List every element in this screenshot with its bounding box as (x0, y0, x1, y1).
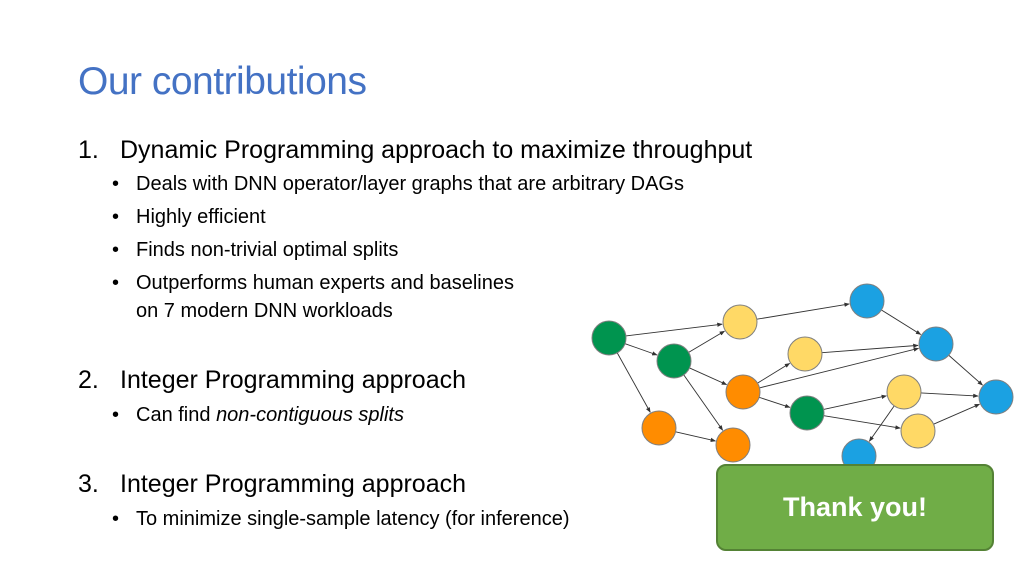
bullet-item: • To minimize single-sample latency (for … (112, 508, 570, 531)
item-label: Dynamic Programming approach to maximize… (120, 136, 753, 164)
bullet-text: Finds non-trivial optimal splits (136, 239, 399, 261)
bullet-text: Highly efficient (136, 206, 266, 228)
contribution-1: 1. Dynamic Programming approach to maximi… (78, 136, 752, 165)
green-node (789, 395, 825, 431)
contribution-2: 2. Integer Programming approach (78, 366, 466, 395)
bullet-icon: • (112, 272, 120, 294)
dag-edge (688, 330, 725, 353)
bullet-item: • Finds non-trivial optimal splits (112, 239, 398, 262)
bullet-text: Can find (136, 404, 217, 426)
dag-edge (675, 431, 716, 442)
bullet-item: • Outperforms human experts and baselines… (112, 272, 514, 322)
dag-edge (881, 309, 922, 335)
bullet-icon: • (112, 206, 120, 228)
bullet-text: To minimize single-sample latency (for i… (136, 508, 570, 530)
orange-node (715, 427, 751, 463)
thank-you-box: Thank you! (716, 464, 994, 551)
bullet-text-continuation: on 7 modern DNN workloads (136, 300, 393, 322)
dag-edge (933, 403, 980, 425)
yellow-node (886, 374, 922, 410)
dag-edge (756, 302, 850, 320)
item-number: 3. (78, 470, 99, 498)
dag-edge (823, 394, 887, 410)
dag-edge (683, 374, 724, 431)
blue-node (918, 326, 954, 362)
bullet-item: • Deals with DNN operator/layer graphs th… (112, 173, 684, 196)
contribution-3: 3. Integer Programming approach (78, 470, 466, 499)
dag-edge (948, 354, 983, 386)
dag-edge (689, 367, 728, 386)
green-node (591, 320, 627, 356)
item-number: 1. (78, 136, 99, 164)
dag-edge (757, 363, 791, 384)
item-label: Integer Programming approach (120, 470, 467, 498)
dag-edge (759, 347, 920, 389)
bullet-icon: • (112, 404, 120, 426)
dag-edge (616, 352, 651, 413)
dag-edge (759, 396, 791, 408)
yellow-node (900, 413, 936, 449)
bullet-icon: • (112, 508, 120, 530)
dag-edge (823, 415, 901, 430)
bullet-text: Outperforms human experts and baselines (136, 272, 514, 294)
dag-edge (624, 343, 658, 356)
dag-nodes (591, 283, 1014, 474)
bullet-icon: • (112, 173, 120, 195)
bullet-icon: • (112, 239, 120, 261)
slide-title: Our contributions (78, 60, 367, 103)
orange-node (725, 374, 761, 410)
dag-edge (625, 322, 723, 337)
yellow-node (722, 304, 758, 340)
blue-node (849, 283, 885, 319)
bullet-text-italic: non-contiguous splits (216, 404, 404, 426)
blue-node (978, 379, 1014, 415)
orange-node (641, 410, 677, 446)
dag-edges (616, 302, 983, 442)
yellow-node (787, 336, 823, 372)
dag-edge (920, 392, 979, 398)
bullet-item: • Highly efficient (112, 206, 266, 229)
green-node (656, 343, 692, 379)
bullet-text: Deals with DNN operator/layer graphs tha… (136, 173, 684, 195)
dag-edge (868, 405, 895, 442)
item-label: Integer Programming approach (120, 366, 467, 394)
dag-edge (821, 343, 919, 354)
bullet-item: • Can find non-contiguous splits (112, 404, 404, 427)
item-number: 2. (78, 366, 99, 394)
